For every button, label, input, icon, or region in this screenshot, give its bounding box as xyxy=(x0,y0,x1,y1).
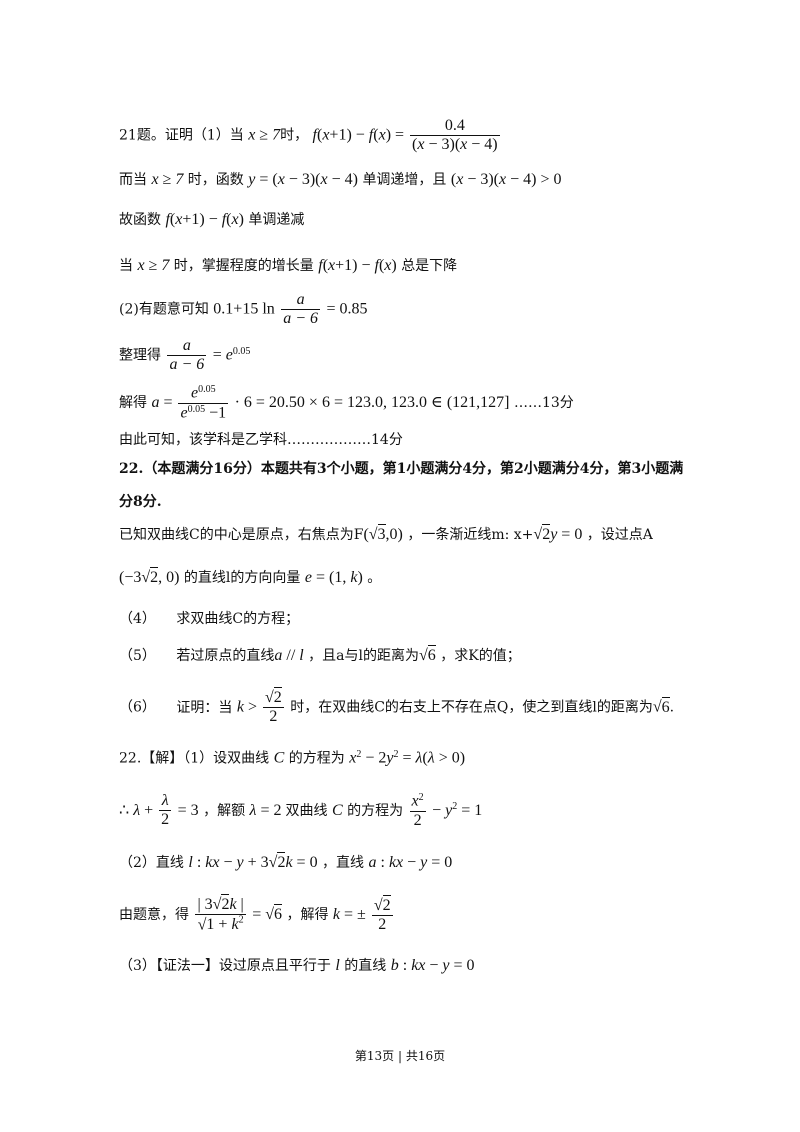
text: 时，掌握程度的增长量 xyxy=(173,258,314,274)
text: 的方程为 xyxy=(288,750,345,767)
fraction: 0.4(x − 3)(x − 4) xyxy=(410,117,500,153)
text: ，求K的值； xyxy=(440,648,521,664)
text: 的直线l的方向向量 xyxy=(183,570,301,586)
text: 证明：当 xyxy=(176,699,233,716)
solution-part3: （3）【证法一】设过原点且平行于 l 的直线 b : kx − y = 0 xyxy=(119,957,475,974)
line-growth: 当 x ≥ 7 时，掌握程度的增长量 f(x+1) − f(x) 总是下降 xyxy=(119,257,458,274)
text: ，且a与l的距离为 xyxy=(308,648,419,664)
text: 故函数 xyxy=(119,212,161,228)
problem-statement: 已知双曲线C的中心是原点，右焦点为F(√3,0) ，一条渐近线m: x+√2y … xyxy=(119,524,653,543)
number: （6） xyxy=(119,699,156,716)
solution-part2: （2）直线 l : kx − y + 3√2k = 0 ，直线 a : kx −… xyxy=(119,852,453,871)
text: ，一条渐近线m: x+ xyxy=(407,527,534,543)
text: 求双曲线C的方程； xyxy=(176,611,300,627)
text: 时，在双曲线C的右支上不存在点Q，使之到直线l的距离为 xyxy=(290,699,653,716)
number: （4） xyxy=(119,611,156,627)
line-decrease: 故函数 f(x+1) − f(x) 单调递减 xyxy=(119,211,305,228)
text: 的方程为 xyxy=(347,802,404,819)
math: f xyxy=(312,126,317,144)
subquestion-5: （5） 若过原点的直线a // l ，且a与l的距离为√6 ，求K的值； xyxy=(119,645,521,664)
number: （5） xyxy=(119,648,156,664)
subquestion-4: （4） 求双曲线C的方程； xyxy=(119,612,299,626)
text: ，直线 xyxy=(322,855,365,871)
problem-22-header: 22.（本题满分16分）本题共有3个小题，第1小题满分4分，第2小题满分4分，第… xyxy=(119,461,684,477)
problem-statement-cont: (−3√2, 0) 的直线l的方向向量 e = (1, k) 。 xyxy=(119,567,382,586)
line-conclusion: 由此可知，该学科是乙学科………………14分 xyxy=(119,432,403,448)
text: 当 xyxy=(119,258,133,274)
text: 。 xyxy=(367,570,382,586)
text: 单调递增，且 xyxy=(362,172,447,188)
text: 已知双曲线C的中心是原点，右焦点为F xyxy=(119,527,364,543)
solution-part1: 22.【解】（1）设双曲线 C 的方程为 x2 − 2y2 = λ(λ > 0) xyxy=(119,749,466,767)
text: ……13分 xyxy=(513,395,574,412)
fraction: | 3√2k |√1 + k2 xyxy=(195,894,246,934)
text: 双曲线 xyxy=(285,802,328,819)
text: 22.【解】（1）设双曲线 xyxy=(119,750,270,767)
text: 21题。证明（1）当 xyxy=(119,127,244,144)
text: ，解额 xyxy=(203,802,246,819)
page-footer: 第13页 | 共16页 xyxy=(354,1049,446,1063)
math: x ≥ 7 xyxy=(248,126,281,144)
text: 单调递减 xyxy=(248,212,305,228)
text: ，设过点A xyxy=(586,527,653,543)
text: 整理得 xyxy=(119,347,161,364)
text: （3）【证法一】设过原点且平行于 xyxy=(119,958,331,974)
text: （2）直线 xyxy=(119,855,184,871)
text: 时，函数 xyxy=(187,172,244,188)
text: . xyxy=(669,699,675,716)
text: 由题意，得 xyxy=(119,907,189,924)
text: ，解得 xyxy=(286,907,329,924)
line-21-proof: 21题。证明（1）当 x ≥ 7时， f(x+1) − f(x) = 0.4(x… xyxy=(119,117,500,153)
text: 若过原点的直线 xyxy=(176,648,275,664)
text: 总是下降 xyxy=(401,258,458,274)
text: 解得 xyxy=(119,395,147,412)
text: 的直线 xyxy=(344,958,387,974)
text: 而当 xyxy=(119,172,147,188)
line-monotone: 而当 x ≥ 7 时，函数 y = (x − 3)(x − 4) 单调递增，且 … xyxy=(119,171,562,188)
text: (2)有题意可知 xyxy=(119,301,209,318)
problem-22-header-cont: 分8分. xyxy=(119,494,162,510)
